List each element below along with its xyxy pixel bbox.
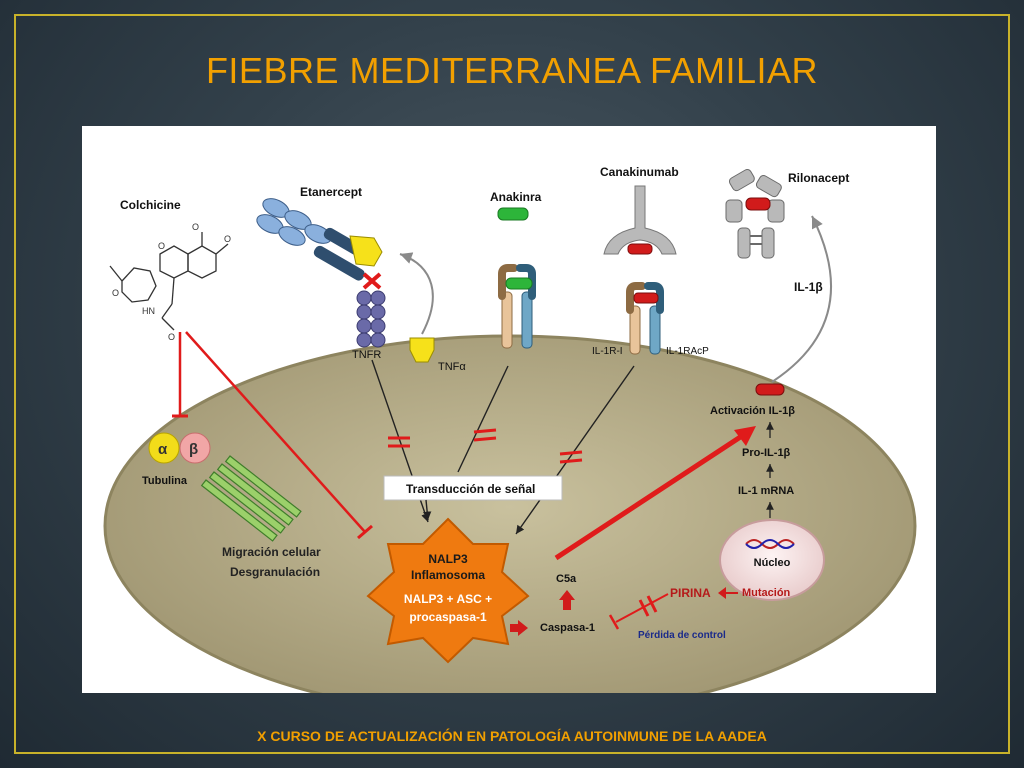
canakinumab-antibody-icon [603,185,677,255]
inflammasome-line4: procaspasa-1 [409,610,487,624]
signal-transduction-box [383,475,563,501]
colchicine-hn: HN [142,306,155,316]
caspase-label: Caspasa-1 [540,622,595,634]
tubulin-beta [179,432,211,464]
il1b-release-arrow [771,215,833,383]
signal-block-marks [388,428,583,464]
activation-il1b-label: Activación IL-1β [710,405,795,417]
anakinra-signal-line [457,365,509,473]
diagram-figure: Colchicine O O O O HN O α β Tubulina [82,126,936,718]
anakinra-molecule-icon [497,207,529,221]
colchicine-o2: O [192,222,199,232]
il1r-signal-line [515,365,635,535]
tnfa-ligand-icon [409,337,435,363]
etanercept-molecule-icon [256,198,383,281]
tubulin-label: Tubulina [142,475,188,487]
colchicine-label: Colchicine [120,198,181,212]
inflammasome-to-caspase-arrow [510,620,528,636]
il1-receptor-complex-icon [626,282,664,355]
effects-line1: Migración celular [222,545,321,559]
c5a-label: C5a [556,573,577,585]
pathway-diagram: Colchicine O O O O HN O α β Tubulina [103,165,917,718]
tnfa-binding-arrow [399,252,434,335]
mutation-to-pirina-arrow [718,587,738,599]
inflammasome-line2: Inflamosoma [411,568,485,582]
slide-frame [14,14,1010,754]
il1-mrna-label: IL-1 mRNA [738,485,794,497]
canakinumab-il1b-icon [627,243,653,255]
tnfr-label: TNFR [352,349,381,361]
caspase-to-c5a-arrow [559,590,575,610]
inflammasome-activation-arrow [554,429,750,561]
etanercept-block-x-icon [362,272,382,290]
transduction-arrow [422,499,432,521]
slide-title: FIEBRE MEDITERRANEA FAMILIAR [205,50,819,91]
tnfa-label: TNFα [438,361,466,373]
tnfr-receptor-icon [356,290,386,348]
pro-il1b-label: Pro-IL-1β [742,447,791,459]
tubulin-beta-label: β [189,441,198,458]
inflammasome-line1: NALP3 [428,552,468,566]
colchicine-o1: O [158,241,165,251]
pirina-label: PIRINA [670,586,711,600]
il1-receptor-anakinra-icon [498,264,536,349]
canakinumab-label: Canakinumab [600,165,679,179]
nucleus-label: Núcleo [754,557,791,569]
colchicine-o5: O [168,332,175,342]
pirina-inhibition-line [615,593,669,623]
signal-transduction-label: Transducción de señal [406,482,535,496]
il1r1-label: IL-1R-I [592,346,623,357]
colchicine-o4: O [112,288,119,298]
rilonacept-label: Rilonacept [788,171,849,185]
rilonacept-il1b-icon [745,197,771,211]
cell-body [103,334,917,718]
colchicine-o3: O [224,234,231,244]
anakinra-label: Anakinra [490,190,542,204]
rilonacept-trap-icon [725,168,785,259]
pirina-block-marks [638,595,658,617]
mutation-label: Mutación [742,587,791,599]
inflammasome-line3: NALP3 + ASC + [404,592,492,606]
slide-footer: X CURSO DE ACTUALIZACIÓN EN PATOLOGÍA AU… [257,728,767,744]
microtubule-bundle-icon [200,455,302,542]
il1racp-label: IL-1RAcP [666,346,709,357]
nalp3-inflammasome-star [366,517,530,664]
tubulin-alpha-label: α [158,441,168,458]
colchicine-molecule-icon [109,232,229,331]
effects-line2: Desgranulación [230,565,320,579]
il1b-outside-label: IL-1β [794,280,823,294]
tubulin-alpha [148,432,180,464]
etanercept-label: Etanercept [300,185,362,199]
dna-helix-icon [745,539,795,549]
activated-il1b-icon [755,383,785,396]
loss-of-control-label: Pérdida de control [638,630,726,641]
nucleus [719,519,825,601]
colchicine-nalp3-inhibition [185,331,366,533]
